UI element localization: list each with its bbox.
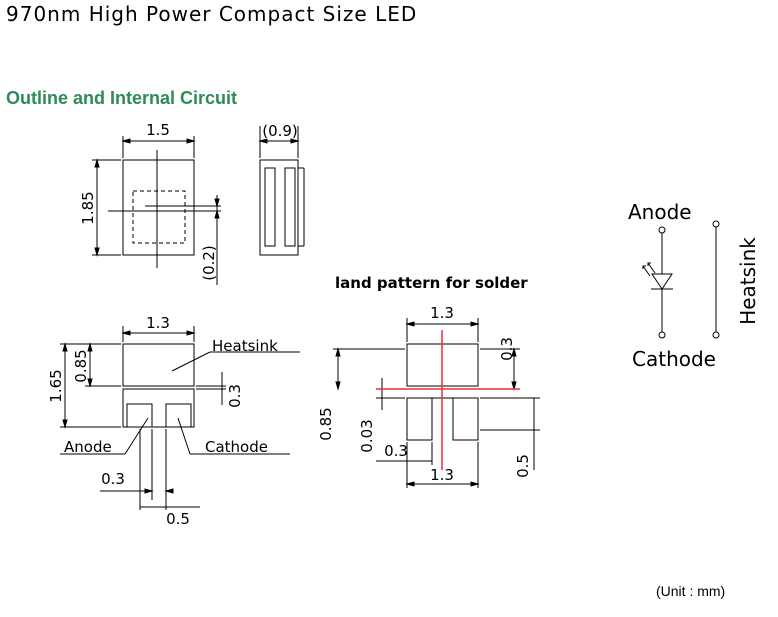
- bottom-gap-label: 0.3: [226, 384, 244, 408]
- circuit-anode-label: Anode: [628, 200, 692, 224]
- circuit-symbol: [642, 220, 720, 339]
- top-view-die: [132, 190, 186, 244]
- top-offset-label: (0.2): [200, 245, 218, 281]
- land-pattern-red-lines: [376, 330, 520, 470]
- circuit-cathode-label: Cathode: [632, 347, 716, 371]
- land-right-pad: [452, 397, 479, 441]
- land-pad-height-label: 0.5: [514, 454, 532, 478]
- total-height-label: 1.65: [47, 369, 65, 402]
- land-left-pad: [406, 397, 433, 441]
- heatsink-label: Heatsink: [212, 337, 278, 355]
- top-width-label: 1.5: [146, 121, 170, 139]
- side-thickness-label: (0.9): [262, 122, 298, 140]
- heatsink-terminal-bottom: [712, 331, 720, 339]
- land-pad-width-label: 0.3: [384, 442, 408, 460]
- page-title: 970nm High Power Compact Size LED: [6, 2, 418, 26]
- heatsink-terminal-top: [712, 220, 720, 228]
- section-heading: Outline and Internal Circuit: [6, 88, 238, 108]
- bottom-view: [60, 326, 300, 510]
- anode-terminal: [658, 226, 666, 234]
- land-gap-label: 0.03: [358, 419, 376, 452]
- top-view-body: [122, 159, 195, 256]
- anode-label: Anode: [64, 438, 112, 456]
- heatsink-pad: [122, 343, 195, 387]
- unit-note: (Unit : mm): [656, 583, 726, 599]
- led-diode-icon: [651, 273, 673, 290]
- cathode-label: Cathode: [205, 438, 268, 456]
- land-pattern: [333, 318, 540, 488]
- land-top-width-label: 1.3: [430, 304, 454, 322]
- top-height-label: 1.85: [79, 191, 97, 224]
- land-bottom-width-label: 1.3: [430, 466, 454, 484]
- pad-width-label: 0.3: [101, 470, 125, 488]
- land-left-height-label: 0.85: [317, 407, 335, 440]
- heatsink-height-label: 0.85: [72, 349, 90, 382]
- top-view: [92, 136, 221, 285]
- pad-spacing-label: 0.5: [166, 510, 190, 528]
- land-top-height-label: 0.3: [498, 337, 516, 361]
- circuit-heatsink-label: Heatsink: [736, 237, 760, 325]
- side-view: [258, 126, 305, 256]
- land-pattern-title: land pattern for solder: [335, 274, 528, 292]
- bottom-width-label: 1.3: [146, 314, 170, 332]
- cathode-terminal: [658, 331, 666, 339]
- lower-body: [122, 388, 195, 428]
